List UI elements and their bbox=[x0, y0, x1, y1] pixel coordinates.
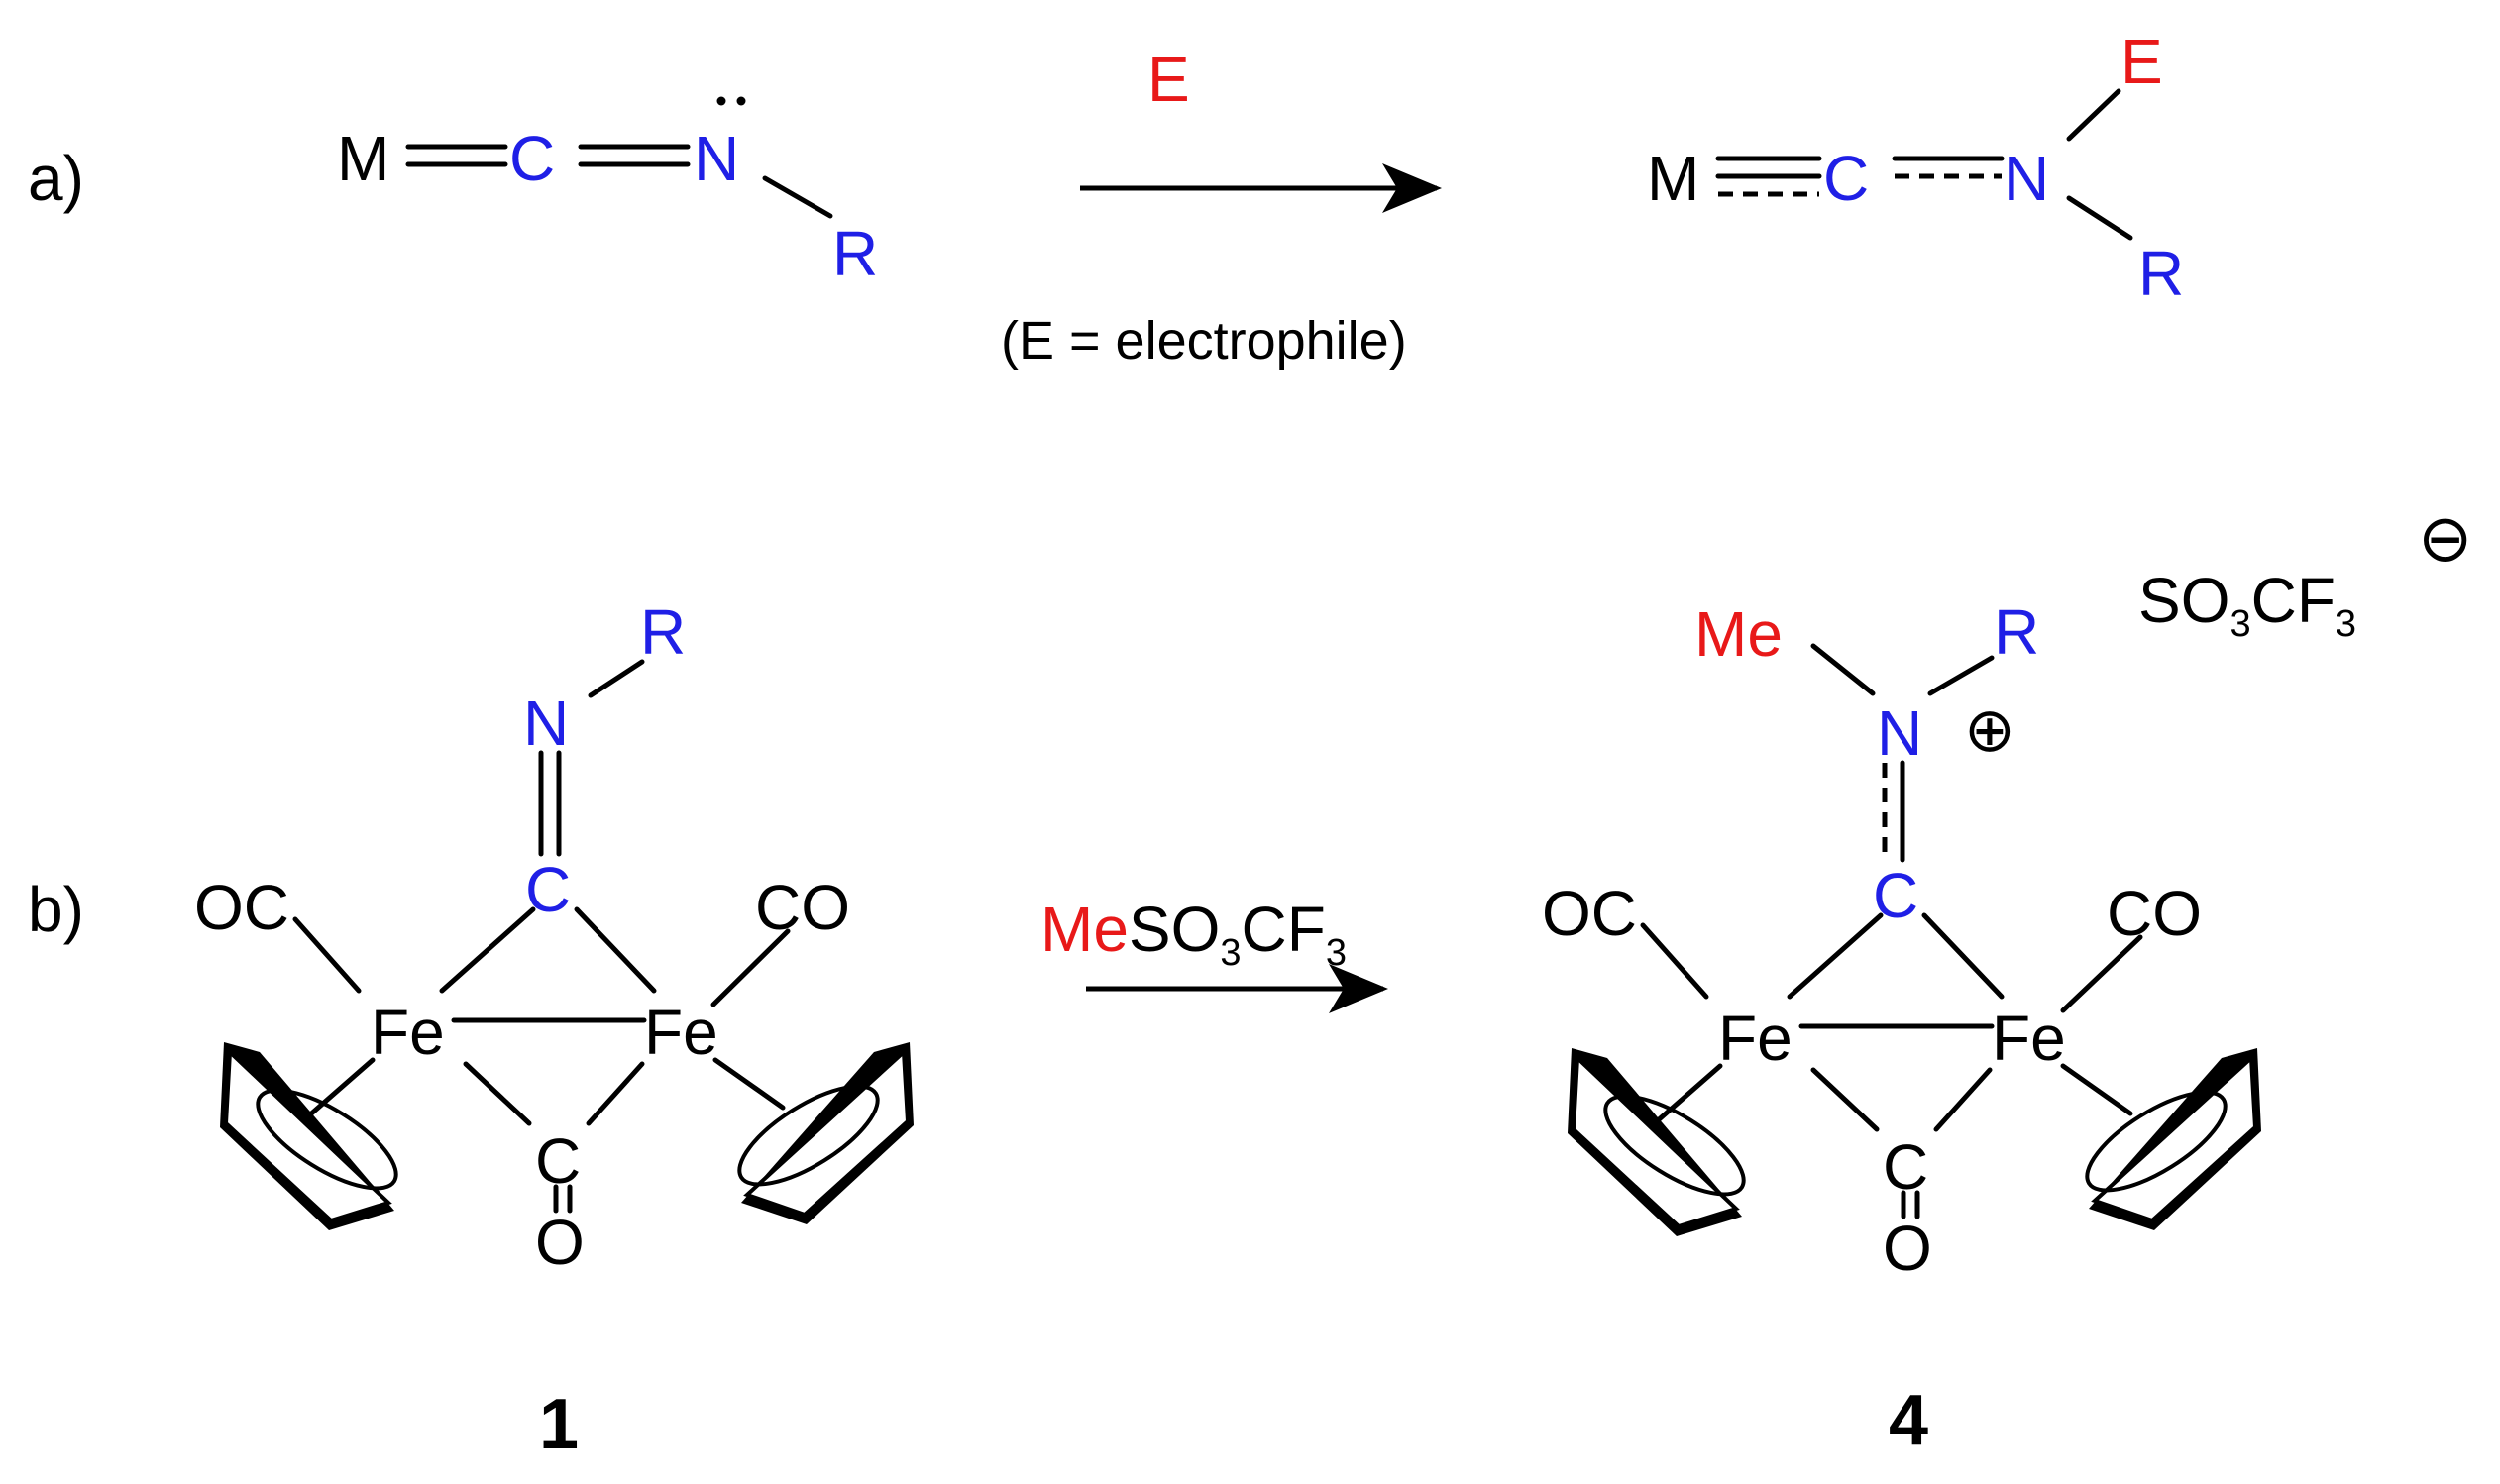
bond-fe-c-left bbox=[439, 906, 536, 994]
atom-r: R bbox=[2138, 238, 2184, 309]
bond-fe-c-right bbox=[1921, 912, 2005, 1000]
bond-fe-co-bridge-right bbox=[586, 1061, 645, 1126]
atom-r: R bbox=[640, 596, 686, 668]
bond-co-fe bbox=[2060, 934, 2143, 1013]
atom-r: R bbox=[832, 218, 878, 289]
compound-number-1: 1 bbox=[539, 1385, 579, 1464]
bond-cp-fe bbox=[712, 1057, 786, 1111]
ligand-co: CO bbox=[2107, 878, 2202, 949]
ligand-oc: OC bbox=[1542, 878, 1637, 949]
bond-n-e bbox=[2066, 88, 2121, 142]
atom-c-carbonyl: C bbox=[535, 1125, 581, 1197]
atom-c-bridging: C bbox=[525, 854, 571, 925]
panel-b: b) R N C OC CO Fe Fe C O bbox=[28, 501, 2472, 1464]
atom-m: M bbox=[1647, 143, 1699, 214]
lone-pair-dot-1 bbox=[716, 96, 726, 106]
cp-ring-aromatic bbox=[1603, 1094, 1746, 1197]
atom-o: O bbox=[535, 1207, 585, 1278]
atom-n: N bbox=[2004, 143, 2049, 214]
atom-fe-left: Fe bbox=[371, 997, 445, 1068]
bond-cp-fe bbox=[306, 1057, 376, 1118]
compound-number-4: 4 bbox=[1889, 1381, 1928, 1460]
atom-o: O bbox=[1883, 1213, 1932, 1284]
atom-c: C bbox=[509, 123, 555, 194]
atom-r: R bbox=[1994, 596, 2039, 668]
panel-a-product: M C N E R bbox=[1647, 26, 2184, 309]
cp-ring-right bbox=[712, 1042, 914, 1224]
bond-co-fe bbox=[710, 928, 791, 1007]
atom-me: Me bbox=[1694, 598, 1783, 670]
panel-a-reactant: M C N R bbox=[337, 96, 878, 289]
atom-n: N bbox=[694, 123, 739, 194]
cp-ring-body bbox=[743, 1047, 911, 1218]
ligand-oc: OC bbox=[194, 872, 289, 943]
bond-n-r bbox=[588, 659, 645, 698]
panel-b-label: b) bbox=[28, 874, 84, 945]
bond-cp-fe bbox=[1654, 1063, 1723, 1124]
cp-ring-aromatic bbox=[737, 1084, 880, 1187]
cp-ring-body bbox=[1571, 1053, 1740, 1229]
atom-c: C bbox=[1823, 143, 1869, 214]
panel-a-note: (E = electrophile) bbox=[1001, 311, 1407, 371]
atom-fe-right: Fe bbox=[644, 997, 718, 1068]
atom-e: E bbox=[2120, 26, 2163, 97]
cp-ring-body bbox=[2091, 1053, 2258, 1223]
complex-1: R N C OC CO Fe Fe C O bbox=[194, 596, 914, 1464]
ligand-co: CO bbox=[755, 872, 850, 943]
complex-4: SO3CF3 ⊖ Me R N ⊕ C OC CO Fe Fe C bbox=[1542, 501, 2472, 1460]
cp-ring-body bbox=[223, 1047, 392, 1223]
panel-a-reagent: E bbox=[1147, 44, 1190, 115]
panel-a: a) M C N R E (E = electrophile) M C bbox=[28, 26, 2184, 371]
cp-ring-right bbox=[2060, 1048, 2261, 1230]
anion-charge-icon: ⊖ bbox=[2418, 501, 2472, 575]
panel-b-reagent: MeSO3CF3 bbox=[1040, 894, 1347, 974]
atom-n: N bbox=[1877, 697, 1922, 769]
bond-oc-fe bbox=[1640, 922, 1709, 1000]
atom-m: M bbox=[337, 123, 389, 194]
bond-fe-co-bridge-left bbox=[463, 1061, 532, 1126]
atom-c-carbonyl: C bbox=[1883, 1131, 1928, 1203]
cp-ring-left bbox=[1568, 1048, 1746, 1236]
bond-n-r bbox=[1927, 655, 1995, 696]
bond-fe-co-bridge-right bbox=[1933, 1067, 1993, 1132]
bond-me-n bbox=[1810, 643, 1876, 696]
bond-fe-c-right bbox=[574, 906, 657, 994]
bond-n-r bbox=[2066, 195, 2133, 241]
bond-oc-fe bbox=[292, 916, 362, 994]
panel-a-label: a) bbox=[28, 143, 84, 214]
atom-fe-right: Fe bbox=[1992, 1003, 2066, 1074]
cp-ring-aromatic bbox=[256, 1088, 398, 1191]
bond-cp-fe bbox=[2060, 1063, 2133, 1116]
cp-ring-aromatic bbox=[2085, 1090, 2228, 1193]
atom-c-bridging: C bbox=[1873, 860, 1918, 931]
cation-charge-icon: ⊕ bbox=[1964, 696, 2015, 765]
bond-n-r bbox=[762, 175, 833, 219]
counter-ion: SO3CF3 bbox=[2138, 565, 2356, 645]
bond-fe-c-left bbox=[1787, 912, 1884, 1000]
atom-n: N bbox=[523, 688, 569, 759]
atom-fe-left: Fe bbox=[1718, 1003, 1793, 1074]
bond-fe-co-bridge-left bbox=[1810, 1067, 1880, 1132]
lone-pair-dot-2 bbox=[736, 96, 746, 106]
cp-ring-left bbox=[220, 1042, 398, 1230]
